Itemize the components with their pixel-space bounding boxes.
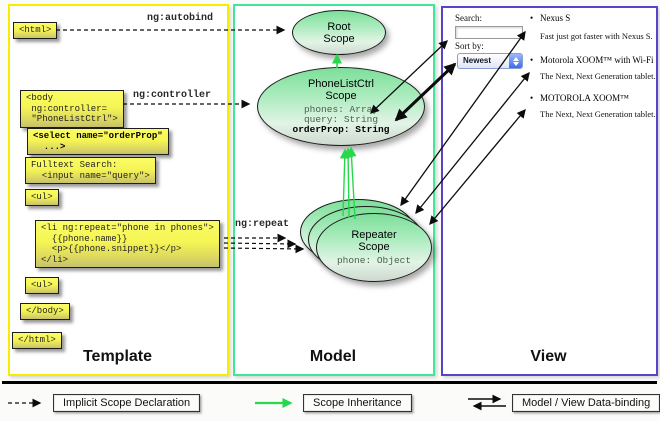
phone-item-title: Motorola XOOM™ with Wi-Fi: [540, 55, 654, 65]
sort-dropdown-value: Newest: [463, 56, 492, 65]
prop-phone: phone: Object: [336, 255, 412, 266]
sort-by-label: Sort by:: [455, 41, 484, 51]
legend-scope-inheritance: Scope Inheritance: [303, 394, 412, 412]
bullet-icon: •: [530, 55, 534, 65]
prop-query: query: String: [303, 114, 379, 125]
sort-dropdown[interactable]: Newest: [457, 53, 523, 69]
legend-model-view-data-binding: Model / View Data-binding: [512, 394, 660, 412]
ng-repeat-label: ng:repeat: [235, 219, 290, 230]
phonelistctrl-scope-title: PhoneListCtrl Scope: [307, 78, 375, 102]
code-li-repeat: <li ng:repeat="phone in phones"> {{phone…: [35, 220, 220, 268]
template-column-title: Template: [82, 348, 153, 365]
prop-phones: phones: Array: [303, 104, 379, 115]
code-body-close: </body>: [20, 303, 70, 320]
model-panel: [233, 4, 435, 376]
legend-separator-line: [2, 381, 657, 384]
search-input[interactable]: [455, 26, 523, 39]
phone-item-desc: The Next, Next Generation tablet.: [540, 109, 656, 119]
root-scope-ellipse: Root Scope: [292, 10, 386, 55]
dropdown-stepper-icon: [509, 54, 522, 68]
model-column-title: Model: [309, 348, 357, 365]
root-scope-title: Root Scope: [323, 20, 355, 45]
legend-implicit-scope-declaration: Implicit Scope Declaration: [53, 394, 201, 412]
phone-item-title: MOTOROLA XOOM™: [540, 93, 629, 103]
phone-item-desc: The Next, Next Generation tablet.: [540, 71, 656, 81]
phonelistctrl-scope-ellipse: PhoneListCtrl Scope phones: Array query:…: [257, 67, 425, 146]
phone-item-desc: Fast just got faster with Nexus S.: [540, 31, 653, 41]
code-fulltext-search: Fulltext Search: <input name="query">: [25, 157, 156, 184]
bullet-icon: •: [530, 93, 534, 103]
code-body-open: <body ng:controller= "PhoneListCtrl">: [20, 90, 124, 128]
repeater-scope-ellipse-front: Repeater Scope phone: Object: [316, 213, 432, 282]
code-html-open: <html>: [13, 22, 58, 39]
phone-item-title: Nexus S: [540, 13, 571, 23]
view-column-title: View: [530, 348, 567, 365]
code-ul-close: <ul>: [25, 277, 59, 294]
ng-controller-label: ng:controller: [133, 90, 212, 101]
code-ul-open: <ul>: [25, 189, 59, 206]
prop-orderprop: orderProp: String: [292, 124, 390, 135]
code-html-close: </html>: [12, 332, 62, 349]
repeater-scope-title: Repeater Scope: [351, 229, 397, 253]
ng-autobind-label: ng:autobind: [147, 13, 214, 24]
bullet-icon: •: [530, 13, 534, 23]
code-select: <select name="orderProp" ...>: [27, 128, 169, 155]
search-label: Search:: [455, 13, 482, 23]
